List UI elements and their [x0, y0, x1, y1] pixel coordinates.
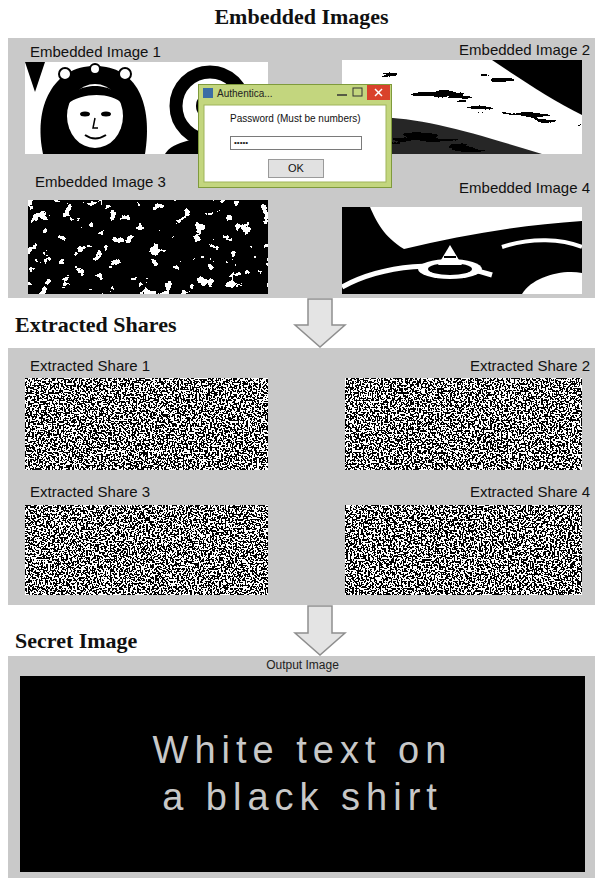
share-frame: Extracted Share 1 — [25, 378, 268, 470]
button-label: OK — [288, 163, 304, 174]
share-label: Extracted Share 1 — [30, 357, 150, 374]
image-label: Embedded Image 4 — [459, 179, 590, 196]
share-label: Extracted Share 4 — [470, 483, 590, 500]
password-dots: ••••• — [234, 139, 248, 147]
panel: Extracted Shares Extracted Share 1 — [8, 348, 595, 605]
photo-ground — [342, 207, 582, 294]
flower-shape — [119, 68, 131, 80]
road-line — [502, 240, 582, 247]
window-frame — [199, 85, 392, 188]
nose-line — [93, 118, 98, 128]
noise-pattern — [25, 505, 268, 595]
close-button — [367, 85, 390, 100]
face-shape — [67, 84, 123, 148]
share-noise — [25, 505, 268, 595]
eye-shape — [80, 112, 90, 117]
mouth-line — [85, 135, 106, 139]
close-icon — [375, 89, 382, 96]
close-icon — [375, 89, 382, 96]
flower-shape — [90, 64, 100, 74]
share-label: Extracted Share 3 — [30, 483, 150, 500]
hair-shape — [40, 66, 147, 154]
window-icon — [203, 88, 213, 98]
dialog-prompt: Password (Must be numbers) — [230, 113, 361, 125]
panel-heading: Extracted Shares — [15, 312, 177, 337]
dialog-title: Authentica... — [217, 88, 273, 100]
maximize-icon — [353, 88, 362, 96]
password-field: ••••• — [230, 136, 362, 150]
noise-pattern — [345, 378, 582, 470]
fountain-stripe — [444, 256, 456, 258]
block-arrow — [295, 299, 345, 347]
noise-pattern — [345, 505, 582, 595]
panel-heading: Secret Image — [15, 628, 137, 653]
image-label: Embedded Image 1 — [30, 43, 161, 60]
share-noise — [345, 505, 582, 595]
image-label: Output Image — [20, 659, 585, 673]
embedded-photo — [342, 207, 582, 294]
eye-shape — [101, 112, 111, 117]
share-frame: Extracted Share 2 — [345, 378, 582, 470]
secret-text: White text on a black shirt — [43, 727, 563, 822]
embedded-photo — [28, 200, 268, 294]
fringe-shape — [67, 86, 123, 104]
ok-button: OK — [268, 159, 324, 178]
fountain-tier — [438, 245, 462, 265]
dialog-box: Authentica... Password (Must be numbers) •… — [198, 84, 392, 188]
photo-texture — [28, 200, 268, 294]
ground-shape — [522, 272, 582, 294]
panel: Secret ImageOutput ImageWhite text on a … — [8, 656, 595, 878]
block-arrow — [295, 606, 345, 655]
share-noise — [345, 378, 582, 470]
minimize-icon — [337, 94, 347, 96]
share-label: Extracted Share 2 — [470, 357, 590, 374]
panel-heading: Embedded Images — [8, 4, 595, 29]
flower-shape — [59, 68, 71, 80]
dark-patch — [492, 60, 582, 115]
output-image: Output ImageWhite text on a black shirt — [20, 676, 585, 872]
image-frame: Embedded Image 4 — [342, 207, 582, 294]
dialog-body — [204, 105, 386, 182]
dark-patch — [25, 62, 45, 92]
sky-shape — [370, 207, 582, 249]
panel: Embedded Images Embedded Image 1 — [8, 38, 595, 298]
noise-pattern — [25, 378, 268, 470]
image-label: Embedded Image 3 — [35, 173, 166, 190]
image-frame: Embedded Image 3 — [28, 200, 268, 294]
image-label: Embedded Image 2 — [459, 41, 590, 58]
share-frame: Extracted Share 3 — [25, 505, 268, 595]
share-noise — [25, 378, 268, 470]
share-frame: Extracted Share 4 — [345, 505, 582, 595]
